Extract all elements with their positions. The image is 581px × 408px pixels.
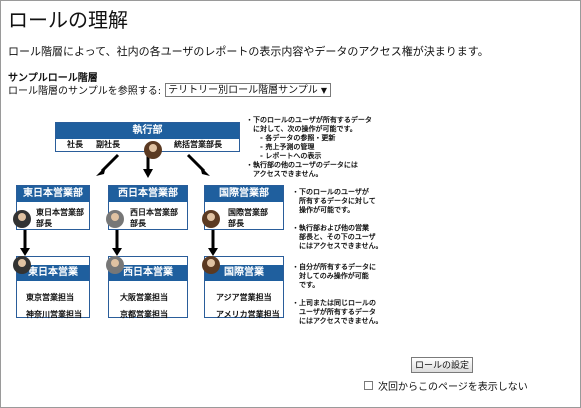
exec-note: ・下のロールのユーザが所有するデータ に対して、次の操作が可能です。 - 各デー… — [246, 116, 372, 178]
team-note: ・自分が所有するデータに 対してのみ操作が可能 です。 ・上司または同じロールの… — [292, 263, 383, 325]
exec-role-gm: 統括営業部長 — [174, 140, 222, 149]
division-role-west: 西日本営業部 部長 — [130, 208, 178, 228]
division-note: ・下のロールのユーザが 所有するデータに対して 操作が可能です。 ・執行部および… — [292, 188, 383, 250]
division-header-east: 東日本営業部 — [17, 186, 89, 202]
team-avatar-intl — [202, 256, 220, 274]
team-role-west-2: 京都営業担当 — [120, 310, 168, 319]
dont-show-label: 次回からこのページを表示しない — [378, 382, 528, 393]
division-avatar-west — [106, 210, 124, 228]
dont-show-checkbox[interactable] — [364, 381, 373, 390]
exec-role-vp: 副社長 — [96, 140, 120, 149]
team-header-east: 東日本営業 — [17, 265, 89, 281]
sample-dropdown[interactable]: テリトリー別ロール階層サンプル ▼ — [165, 82, 332, 97]
team-header-intl: 国際営業 — [205, 265, 283, 281]
sample-selector-row: ロール階層のサンプルを参照する: テリトリー別ロール階層サンプル ▼ — [8, 82, 332, 97]
team-avatar-west — [106, 256, 124, 274]
page-title: ロールの理解 — [8, 8, 128, 32]
division-avatar-intl — [202, 210, 220, 228]
sample-dropdown-value: テリトリー別ロール階層サンプル — [168, 84, 318, 96]
exec-role-president: 社長 — [67, 140, 83, 149]
chevron-down-icon: ▼ — [320, 85, 328, 95]
dont-show-row: 次回からこのページを表示しない — [364, 378, 528, 393]
division-header-intl: 国際営業部 — [205, 186, 283, 202]
exec-header: 執行部 — [56, 123, 239, 139]
role-settings-button[interactable]: ロールの設定 — [411, 357, 473, 373]
division-role-intl: 国際営業部 部長 — [228, 208, 268, 228]
exec-avatar — [144, 141, 162, 159]
team-role-west-1: 大阪営業担当 — [120, 293, 168, 302]
division-avatar-east — [13, 210, 31, 228]
team-role-east-1: 東京営業担当 — [26, 293, 74, 302]
division-role-east: 東日本営業部 部長 — [36, 208, 84, 228]
page-description: ロール階層によって、社内の各ユーザのレポートの表示内容やデータのアクセス権が決ま… — [8, 45, 489, 58]
team-avatar-east — [13, 256, 31, 274]
team-role-intl-2: アメリカ営業担当 — [216, 310, 280, 319]
team-role-intl-1: アジア営業担当 — [216, 293, 272, 302]
team-header-west: 西日本営業 — [109, 265, 187, 281]
division-header-west: 西日本営業部 — [109, 186, 187, 202]
team-role-east-2: 神奈川営業担当 — [26, 310, 82, 319]
sample-section-label: サンプルロール階層 — [8, 73, 98, 84]
sample-prompt: ロール階層のサンプルを参照する: — [8, 86, 162, 97]
